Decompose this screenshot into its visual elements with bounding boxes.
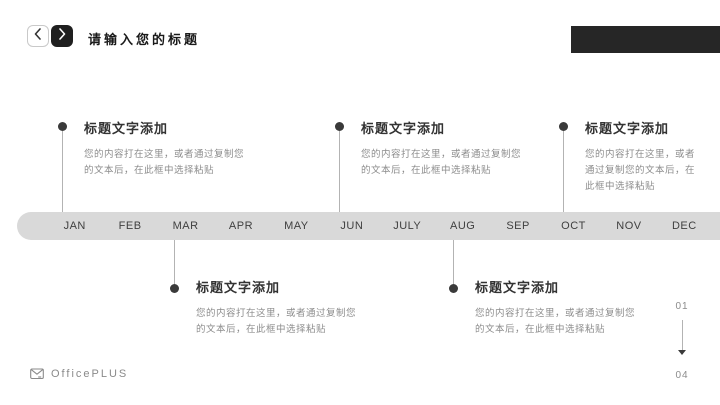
timeline-dot <box>58 122 67 131</box>
item-body-line: 此框中选择粘贴 <box>585 181 656 192</box>
month-jun: JUN <box>340 220 364 232</box>
page-number-total: 04 <box>675 370 689 381</box>
timeline-dot <box>449 284 458 293</box>
item-body-line: 的文本后，在此框中选择粘贴 <box>475 324 606 335</box>
prev-button[interactable] <box>27 25 49 47</box>
item-body-line: 的文本后，在此框中选择粘贴 <box>84 165 215 176</box>
page-title: 请输入您的标题 <box>88 32 201 47</box>
connector-line <box>339 131 340 212</box>
month-jan: JAN <box>63 220 86 232</box>
next-button[interactable] <box>51 25 73 47</box>
brand-label: OfficePLUS <box>51 368 129 380</box>
item-body-line: 的文本后，在此框中选择粘贴 <box>196 324 327 335</box>
item-body-line: 通过复制您的文本后，在 <box>585 165 696 176</box>
down-arrow-icon <box>678 350 686 355</box>
month-aug: AUG <box>449 220 476 232</box>
month-mar: MAR <box>172 220 199 232</box>
timeline-band: JAN FEB MAR APR MAY JUN JULY AUG SEP OCT… <box>17 212 720 240</box>
month-nov: NOV <box>616 220 642 232</box>
month-oct: OCT <box>561 220 586 232</box>
month-apr: APR <box>228 220 254 232</box>
item-body-line: 的文本后，在此框中选择粘贴 <box>361 165 492 176</box>
item-body-line: 您的内容打在这里，或者通过复制您 <box>361 149 522 160</box>
item-title: 标题文字添加 <box>585 121 670 136</box>
chevron-right-icon <box>58 27 66 45</box>
timeline-dot <box>559 122 568 131</box>
connector-line <box>62 131 63 212</box>
item-body-line: 您的内容打在这里，或者通过复制您 <box>196 308 357 319</box>
item-body-line: 您的内容打在这里，或者通过复制您 <box>84 149 245 160</box>
down-arrow-line <box>682 320 683 350</box>
month-sep: SEP <box>506 220 530 232</box>
timeline-dot <box>170 284 179 293</box>
item-title: 标题文字添加 <box>84 121 169 136</box>
connector-line <box>563 131 564 212</box>
month-feb: FEB <box>118 220 142 232</box>
timeline-dot <box>335 122 344 131</box>
item-body-line: 您的内容打在这里，或者 <box>585 149 696 160</box>
footer-brand: OfficePLUS <box>30 368 128 380</box>
envelope-icon <box>30 368 44 380</box>
chevron-left-icon <box>34 27 42 45</box>
connector-line <box>453 240 454 284</box>
item-title: 标题文字添加 <box>196 280 281 295</box>
item-title: 标题文字添加 <box>475 280 560 295</box>
connector-line <box>174 240 175 284</box>
month-may: MAY <box>284 220 309 232</box>
accent-bar <box>571 26 720 53</box>
item-body-line: 您的内容打在这里，或者通过复制您 <box>475 308 636 319</box>
page-number-current: 01 <box>675 301 689 312</box>
month-july: JULY <box>393 220 422 232</box>
item-title: 标题文字添加 <box>361 121 446 136</box>
month-dec: DEC <box>671 220 697 232</box>
